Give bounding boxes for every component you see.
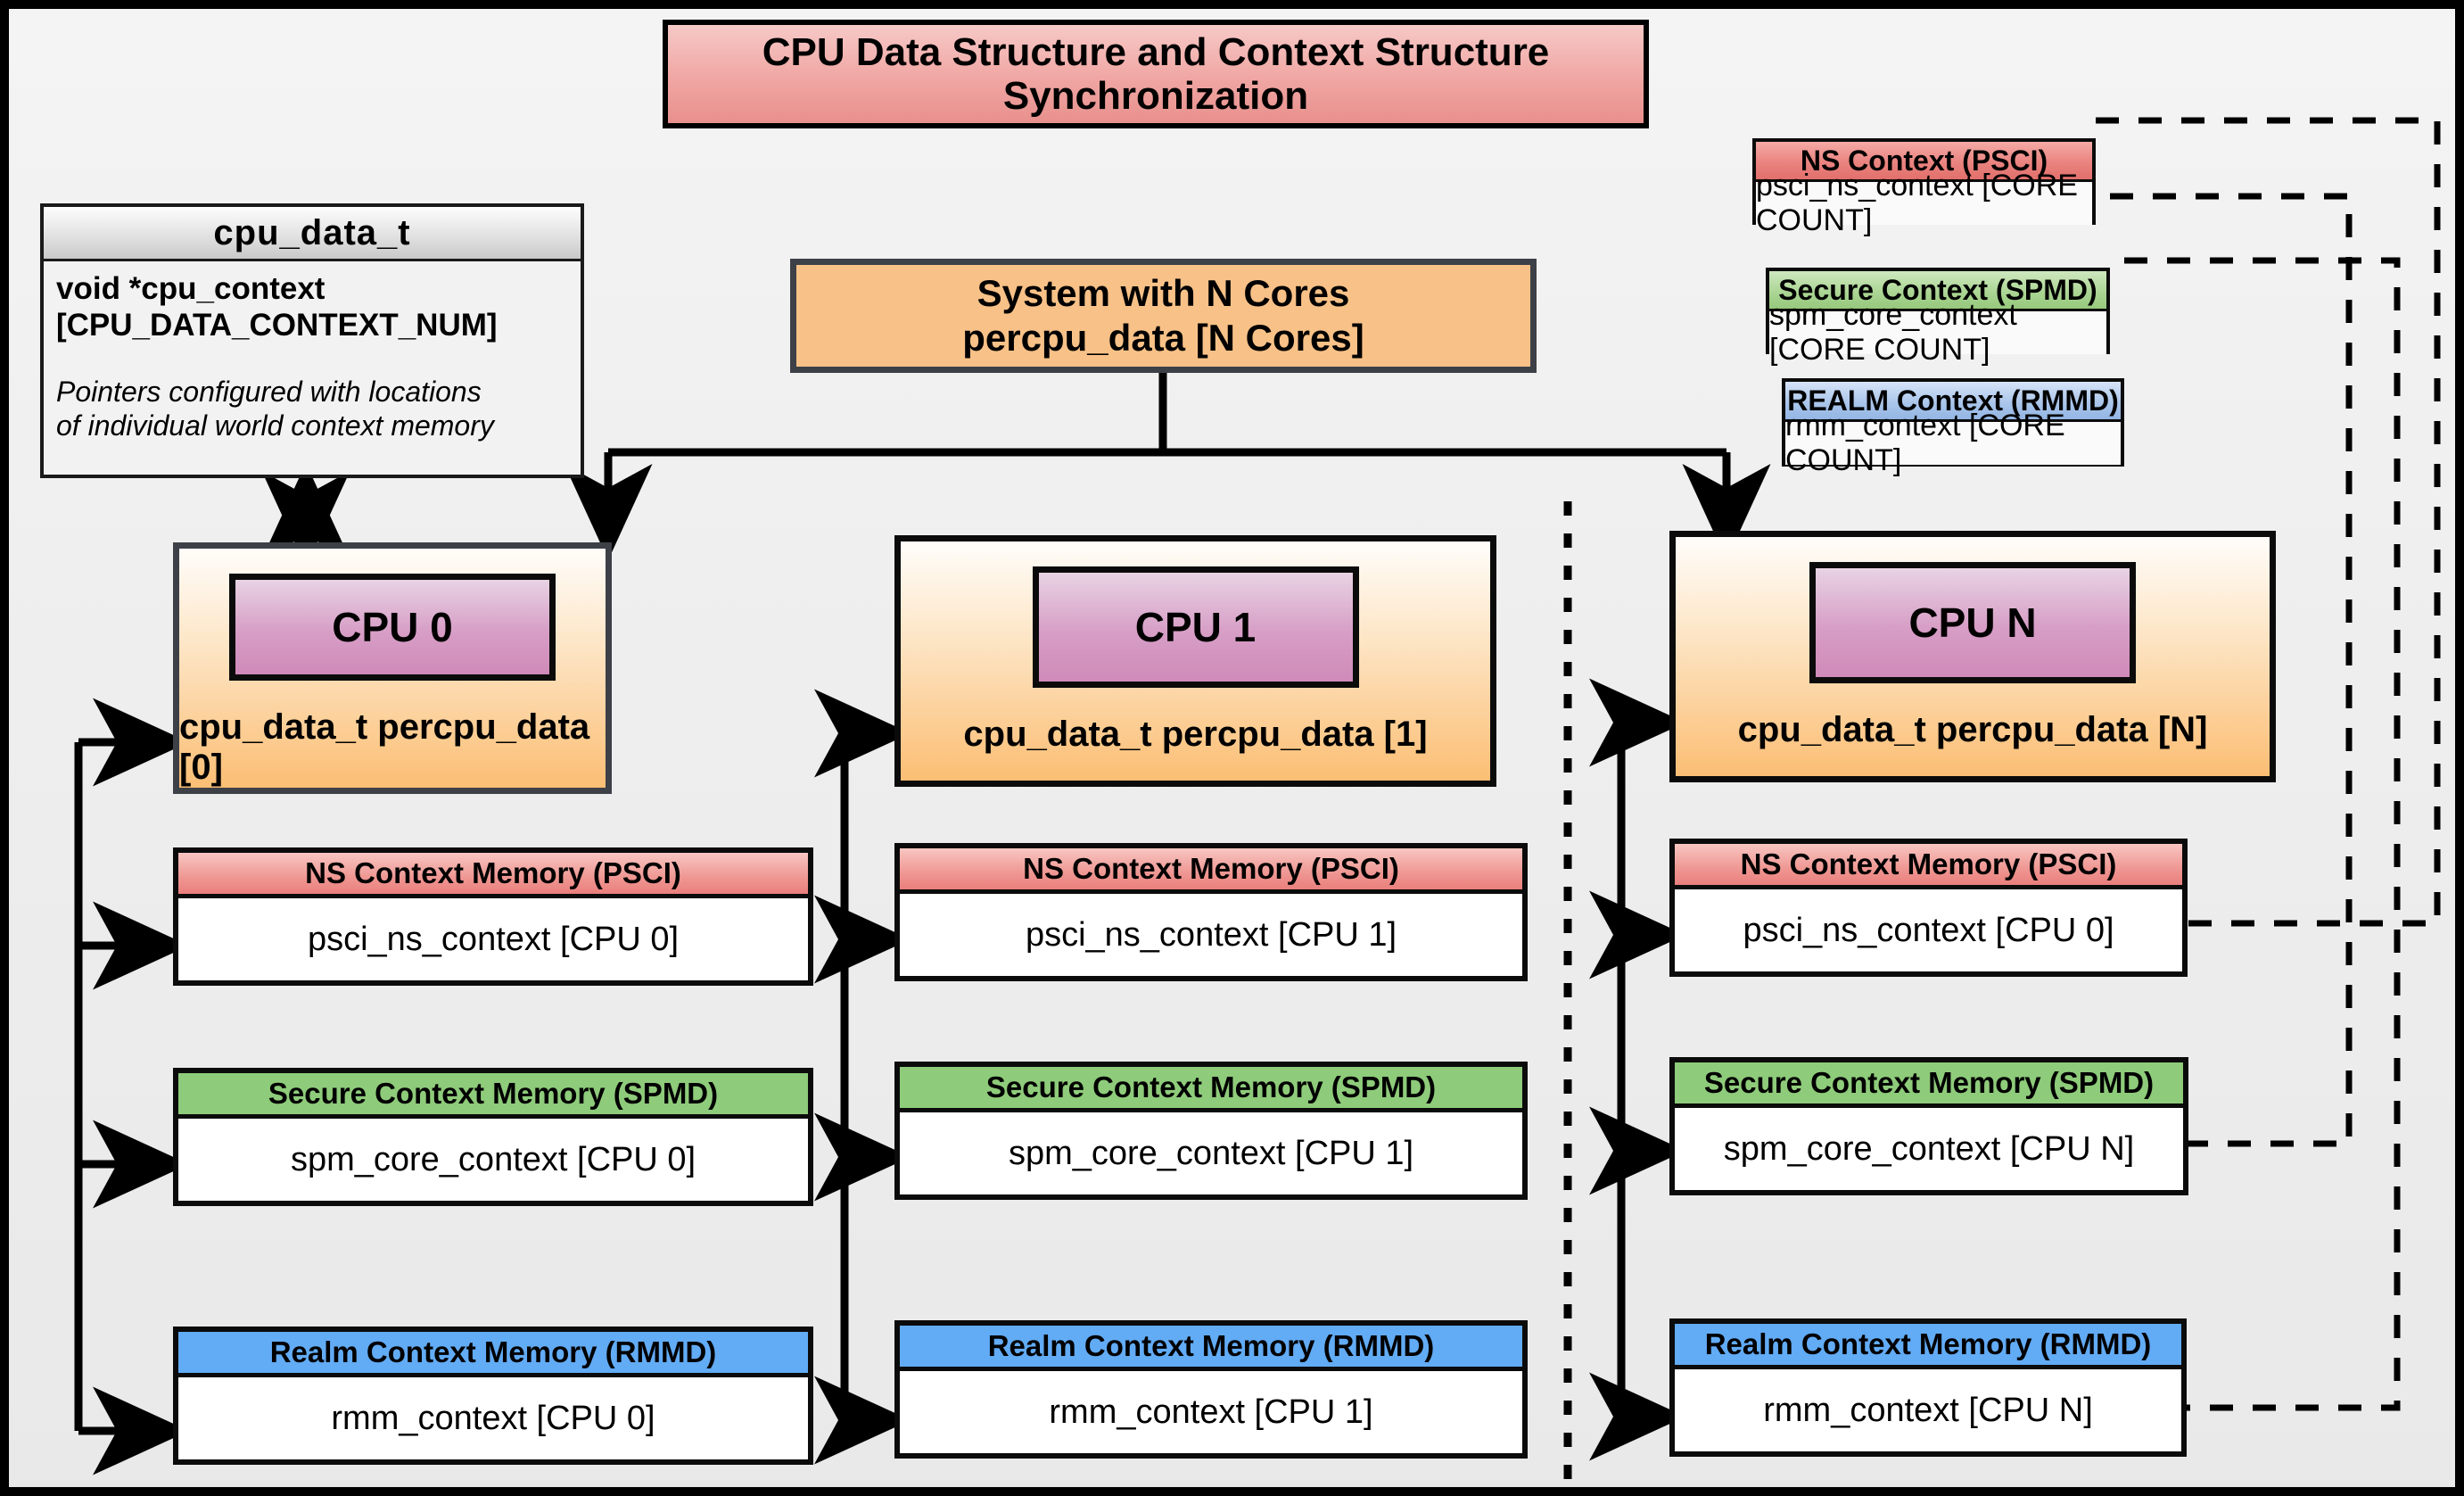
cpu-data-struct-card: cpu_data_t void *cpu_context[CPU_DATA_CO… (40, 203, 584, 478)
cpu-caption-1: cpu_data_t percpu_data [1] (963, 715, 1428, 754)
global-context-rmmd-body: rmm_context [CORE COUNT] (1785, 409, 2121, 477)
memory-card-cpun-rmmd-header: Realm Context Memory (RMMD) (1675, 1324, 2181, 1369)
cpu0-pointer-bus (74, 698, 189, 1475)
memory-card-cpu0-rmmd-header: Realm Context Memory (RMMD) (178, 1332, 808, 1377)
global-context-spmd: Secure Context (SPMD) spm_core_context [… (1766, 268, 2110, 367)
memory-card-cpu0-spmd-header: Secure Context Memory (SPMD) (178, 1073, 808, 1119)
memory-card-cpu1-spmd-header: Secure Context Memory (SPMD) (900, 1067, 1522, 1112)
page-title: CPU Data Structure and Context Structure… (663, 20, 1649, 128)
memory-card-cpu0-rmmd-body: rmm_context [CPU 0] (331, 1399, 655, 1437)
memory-card-cpun-spmd-body: spm_core_context [CPU N] (1723, 1129, 2135, 1168)
memory-card-cpu0-psci: NS Context Memory (PSCI) psci_ns_context… (173, 847, 813, 986)
global-context-spmd-body: spm_core_context [CORE COUNT] (1769, 298, 2106, 367)
connector-overlay (74, 117, 2441, 1487)
memory-card-cpu0-spmd: Secure Context Memory (SPMD) spm_core_co… (173, 1068, 813, 1206)
cpu-caption-n: cpu_data_t percpu_data [N] (1737, 710, 2208, 749)
memory-card-cpu0-psci-header: NS Context Memory (PSCI) (178, 853, 808, 898)
global-psci-route (2096, 117, 2441, 927)
cpu-caption-0: cpu_data_t percpu_data [0] (179, 707, 590, 787)
memory-card-cpu0-psci-body: psci_ns_context [CPU 0] (307, 920, 680, 958)
memory-card-cpu1-rmmd-header: Realm Context Memory (RMMD) (900, 1326, 1522, 1371)
global-rmmd-route (2124, 257, 2401, 1411)
global-context-psci: NS Context (PSCI) psci_ns_context [CORE … (1752, 138, 2096, 237)
memory-card-cpu0-rmmd: Realm Context Memory (RMMD) rmm_context … (173, 1327, 813, 1465)
memory-card-cpu0-spmd-body: spm_core_context [CPU 0] (290, 1140, 696, 1178)
memory-card-cpu1-rmmd-body: rmm_context [CPU 1] (1049, 1393, 1373, 1431)
memory-card-cpu1-psci: NS Context Memory (PSCI) psci_ns_context… (894, 843, 1528, 981)
cpun-pointer-bus (1589, 678, 1685, 1461)
memory-card-cpun-spmd-header: Secure Context Memory (SPMD) (1675, 1062, 2183, 1108)
memory-card-cpun-rmmd: Realm Context Memory (RMMD) rmm_context … (1669, 1318, 2187, 1457)
memory-card-cpun-rmmd-body: rmm_context [CPU N] (1763, 1391, 2093, 1429)
memory-card-cpu1-psci-body: psci_ns_context [CPU 1] (1025, 915, 1397, 954)
struct-field: void *cpu_context[CPU_DATA_CONTEXT_NUM] (56, 271, 498, 343)
cpu-card-1: CPU 1 cpu_data_t percpu_data [1] (894, 535, 1496, 787)
cpu-card-0: CPU 0 cpu_data_t percpu_data [0] (173, 542, 612, 794)
cpu-chip-n: CPU N (1809, 562, 2136, 683)
global-context-spmd-header: Secure Context (SPMD) (1769, 271, 2106, 311)
memory-card-cpun-psci: NS Context Memory (PSCI) psci_ns_context… (1669, 839, 2188, 977)
memory-card-cpun-psci-body: psci_ns_context [CPU 0] (1743, 911, 2114, 949)
struct-name: cpu_data_t (44, 207, 581, 261)
system-line-1: System with N Cores (977, 272, 1350, 315)
memory-card-cpu1-spmd-body: spm_core_context [CPU 1] (1008, 1134, 1414, 1172)
diagram-canvas: CPU Data Structure and Context Structure… (9, 9, 2455, 1487)
memory-card-cpun-spmd: Secure Context Memory (SPMD) spm_core_co… (1669, 1057, 2188, 1195)
system-box: System with N Cores percpu_data [N Cores… (790, 259, 1537, 373)
global-context-rmmd-header: REALM Context (RMMD) (1785, 382, 2121, 422)
cpu1-pointer-bus (814, 689, 911, 1465)
system-line-2: percpu_data [N Cores] (962, 317, 1364, 359)
memory-card-cpu1-rmmd: Realm Context Memory (RMMD) rmm_context … (894, 1320, 1528, 1459)
system-to-cpus-tree (564, 366, 1771, 560)
cpu-chip-1: CPU 1 (1032, 566, 1359, 688)
global-context-rmmd: REALM Context (RMMD) rmm_context [CORE C… (1782, 378, 2124, 477)
cpu-chip-0: CPU 0 (229, 574, 556, 681)
memory-card-cpun-psci-header: NS Context Memory (PSCI) (1675, 844, 2182, 889)
cpu-card-n: CPU N cpu_data_t percpu_data [N] (1669, 531, 2276, 782)
global-context-psci-body: psci_ns_context [CORE COUNT] (1756, 169, 2092, 237)
memory-card-cpu1-psci-header: NS Context Memory (PSCI) (900, 848, 1522, 894)
global-context-psci-header: NS Context (PSCI) (1756, 142, 2092, 182)
memory-card-cpu1-spmd: Secure Context Memory (SPMD) spm_core_co… (894, 1062, 1528, 1200)
